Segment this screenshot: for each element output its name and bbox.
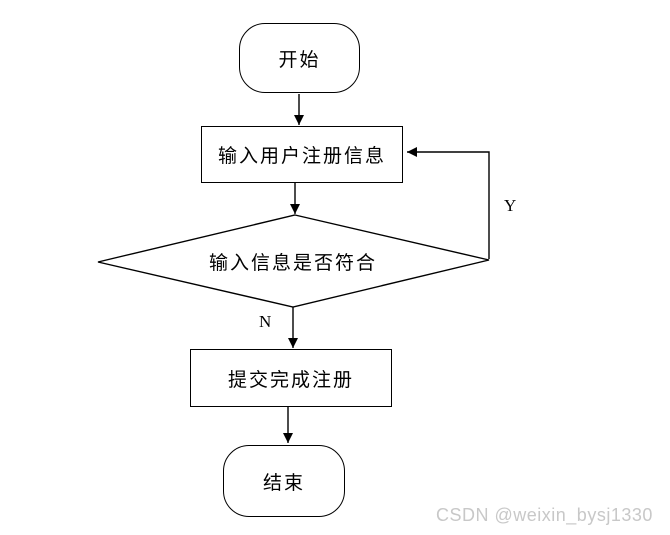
watermark: CSDN @weixin_bysj1330 [436,505,653,525]
label-yes: Y [504,196,517,215]
decision-label: 输入信息是否符合 [208,252,377,274]
start-node: 开始 [239,23,360,93]
input-registration-label: 输入用户注册信息 [217,146,386,167]
submit-registration-label: 提交完成注册 [227,369,354,391]
arrow-yes-loop [407,147,490,259]
start-label: 开始 [278,49,321,71]
label-no: N [259,312,272,331]
end-label: 结束 [262,472,305,494]
decision-node-label: 输入信息是否符合 [193,248,393,274]
end-node: 结束 [223,445,345,517]
submit-registration-node: 提交完成注册 [190,349,392,407]
input-registration-node: 输入用户注册信息 [201,126,403,183]
